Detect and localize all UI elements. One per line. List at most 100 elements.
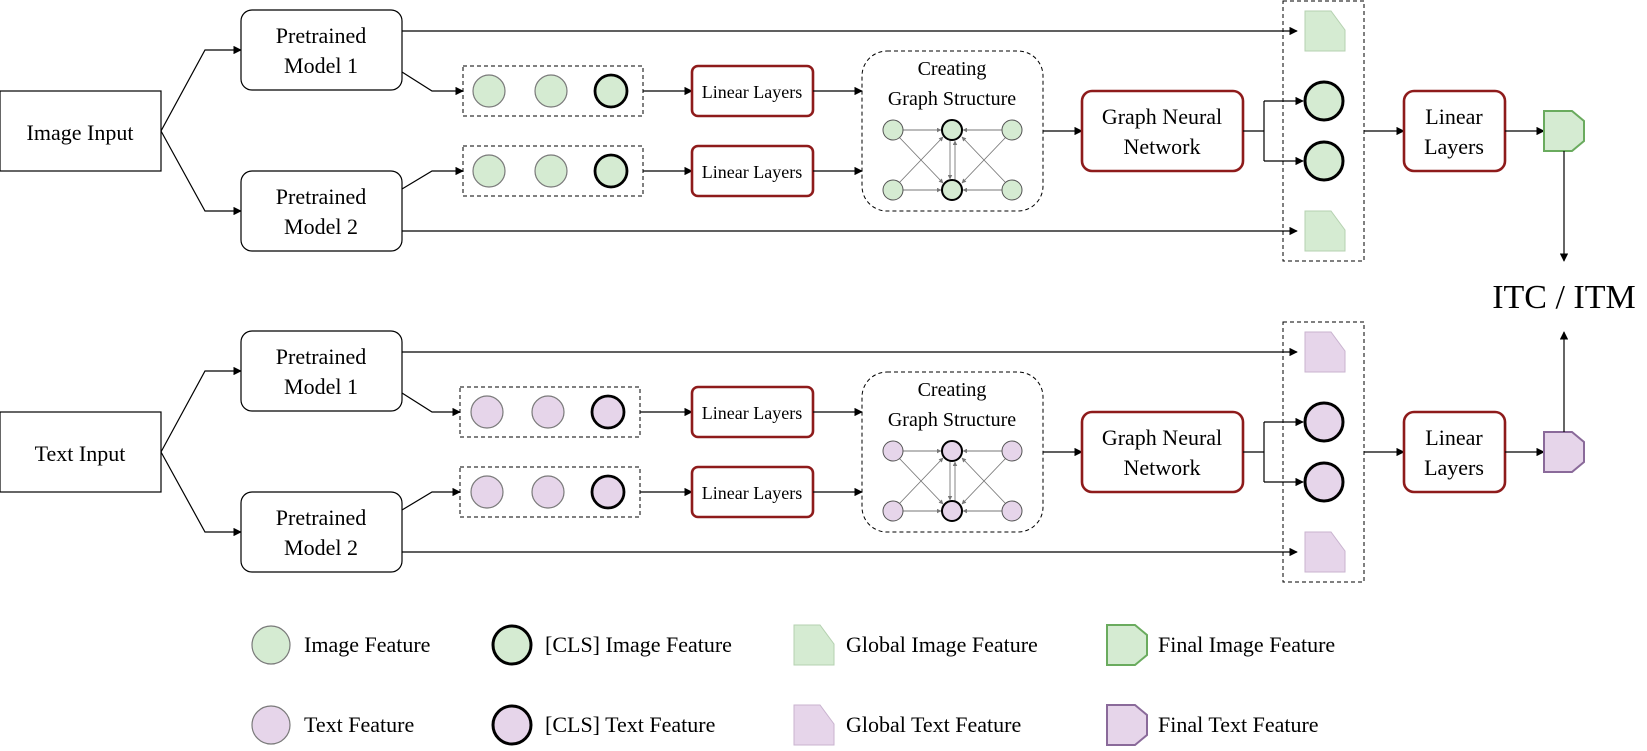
- final-linear-label-line2: Layers: [1424, 455, 1484, 480]
- text-pipeline-row: Text Input Pretrained Model 1 Pretrained…: [0, 321, 1585, 583]
- graph-node: [1001, 119, 1023, 141]
- image-input-box: [0, 90, 162, 172]
- cls-image-feature-circle: [1303, 80, 1345, 122]
- image-feature-circle: [534, 154, 568, 188]
- gnn-label-line2: Network: [1124, 455, 1201, 480]
- cls-text-feature-circle: [1303, 461, 1345, 503]
- text-feature-circle: [470, 395, 504, 429]
- final-linear-label-line2: Layers: [1424, 134, 1484, 159]
- graph-cls-node: [941, 119, 963, 141]
- graph-node: [882, 119, 904, 141]
- legend-cls-text-feature-icon: [491, 704, 533, 746]
- final-image-feature-shape: [1543, 110, 1585, 152]
- graph-cls-node: [941, 500, 963, 522]
- global-image-feature-shape: [1304, 10, 1346, 52]
- graph-neural-network-box: [1080, 410, 1245, 494]
- legend-cls-image-feature-icon: [491, 624, 533, 666]
- pretrained-model-1-label-line1: Pretrained: [276, 23, 366, 48]
- pretrained-model-2-label-line2: Model 2: [284, 535, 358, 560]
- legend-global-text-feature-icon: [793, 704, 835, 746]
- graph-structure-title-line1: Creating: [918, 379, 987, 401]
- cls-text-feature-circle: [1303, 401, 1345, 443]
- image-pipeline-row: Image Input Pretrained Model 1 Pretraine…: [0, 0, 1585, 262]
- legend-image-feature-label: Image Feature: [304, 632, 430, 657]
- arrow-model1-to-features: [401, 71, 464, 96]
- legend: Image Feature [CLS] Image Feature Global…: [251, 624, 1335, 746]
- pretrained-model-2-box: [240, 491, 403, 573]
- graph-cls-node: [941, 179, 963, 201]
- pretrained-model-2-label-line2: Model 2: [284, 214, 358, 239]
- pretrained-model-1-box: [240, 9, 403, 91]
- graph-neural-network-box: [1080, 89, 1245, 173]
- graph-node: [1001, 179, 1023, 201]
- pretrained-model-1-label-line2: Model 1: [284, 53, 358, 78]
- text-input-box: [0, 411, 162, 493]
- gnn-label-line2: Network: [1124, 134, 1201, 159]
- gnn-label-line1: Graph Neural: [1102, 425, 1222, 450]
- final-linear-label-line1: Linear: [1425, 104, 1483, 129]
- image-feature-circle: [472, 154, 506, 188]
- cls-image-feature-circle: [593, 153, 629, 189]
- gnn-label-line1: Graph Neural: [1102, 104, 1222, 129]
- linear-layers-label-2: Linear Layers: [702, 162, 802, 182]
- legend-global-text-feature-label: Global Text Feature: [846, 712, 1021, 737]
- graph-edges: [898, 127, 1007, 193]
- pretrained-model-2-box: [240, 170, 403, 252]
- arrow-model2-to-features: [401, 166, 464, 190]
- arrow-input-to-model2: [160, 130, 242, 216]
- image-feature-circle: [534, 74, 568, 108]
- graph-edges: [898, 448, 1007, 514]
- final-text-feature-shape: [1543, 431, 1585, 473]
- cls-image-feature-circle: [1303, 140, 1345, 182]
- arrow-model1-to-features: [401, 392, 461, 417]
- graph-node: [882, 179, 904, 201]
- pretrained-model-1-box: [240, 330, 403, 412]
- graph-cls-node: [941, 440, 963, 462]
- graph-structure-title-line1: Creating: [918, 58, 987, 80]
- linear-layers-label-2: Linear Layers: [702, 483, 802, 503]
- arrow-model2-to-features: [401, 487, 461, 511]
- linear-layers-label-1: Linear Layers: [702, 82, 802, 102]
- text-feature-circle: [531, 475, 565, 509]
- global-image-feature-shape: [1304, 210, 1346, 252]
- text-feature-circle: [470, 475, 504, 509]
- arrow-input-to-model1: [160, 45, 242, 132]
- output-label: ITC / ITM: [1492, 279, 1636, 316]
- graph-structure-title-line2: Graph Structure: [888, 409, 1016, 431]
- final-linear-layers-box: [1402, 410, 1507, 494]
- legend-final-text-feature-icon: [1106, 704, 1148, 746]
- graph-structure-title-line2: Graph Structure: [888, 88, 1016, 110]
- legend-cls-image-feature-label: [CLS] Image Feature: [545, 632, 732, 657]
- pretrained-model-2-label-line1: Pretrained: [276, 505, 366, 530]
- cls-text-feature-circle: [590, 394, 626, 430]
- pretrained-model-1-label-line1: Pretrained: [276, 344, 366, 369]
- global-text-feature-shape: [1304, 331, 1346, 373]
- pretrained-model-2-label-line1: Pretrained: [276, 184, 366, 209]
- legend-text-feature-icon: [251, 705, 291, 745]
- arrow-input-to-model1: [160, 366, 242, 453]
- legend-text-feature-label: Text Feature: [304, 712, 414, 737]
- legend-image-feature-icon: [251, 625, 291, 665]
- arrow-input-to-model2: [160, 451, 242, 537]
- graph-node: [1001, 440, 1023, 462]
- cls-image-feature-circle: [593, 73, 629, 109]
- legend-final-image-feature-icon: [1106, 624, 1148, 666]
- graph-node: [882, 500, 904, 522]
- final-linear-label-line1: Linear: [1425, 425, 1483, 450]
- legend-global-image-feature-label: Global Image Feature: [846, 632, 1038, 657]
- image-feature-circle: [472, 74, 506, 108]
- cls-text-feature-circle: [590, 474, 626, 510]
- text-input-label: Text Input: [35, 441, 126, 466]
- image-input-label: Image Input: [27, 120, 134, 145]
- linear-layers-label-1: Linear Layers: [702, 403, 802, 423]
- final-linear-layers-box: [1402, 89, 1507, 173]
- graph-node: [882, 440, 904, 462]
- global-text-feature-shape: [1304, 531, 1346, 573]
- pretrained-model-1-label-line2: Model 1: [284, 374, 358, 399]
- text-feature-circle: [531, 395, 565, 429]
- legend-cls-text-feature-label: [CLS] Text Feature: [545, 712, 715, 737]
- legend-final-image-feature-label: Final Image Feature: [1158, 632, 1335, 657]
- legend-final-text-feature-label: Final Text Feature: [1158, 712, 1319, 737]
- graph-node: [1001, 500, 1023, 522]
